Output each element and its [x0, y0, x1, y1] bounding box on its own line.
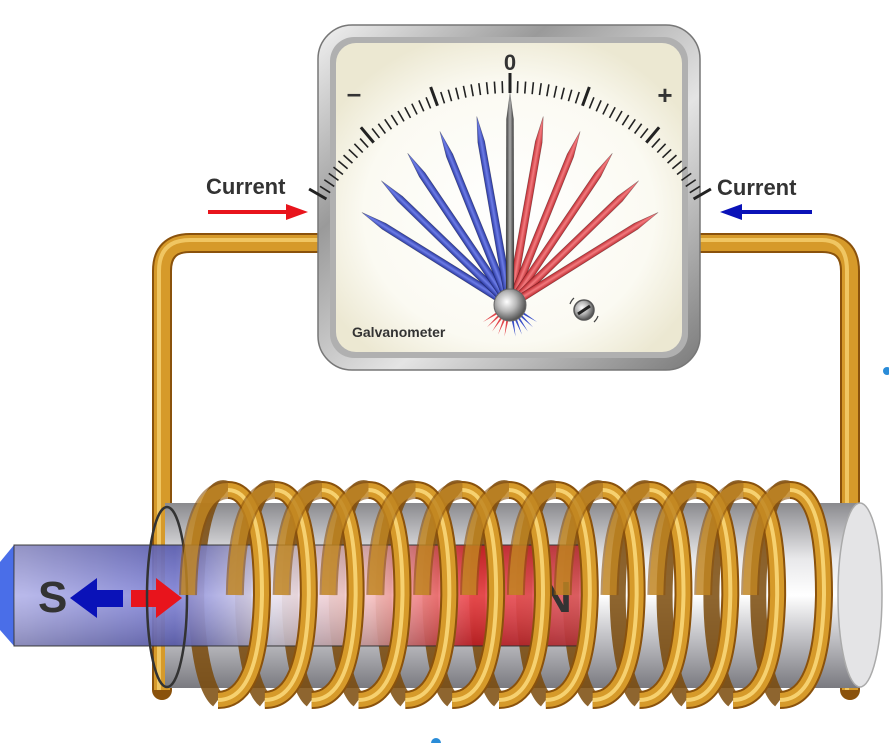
pivot	[493, 288, 527, 322]
minor-tick	[418, 100, 425, 112]
major-tick	[645, 126, 661, 144]
minor-tick	[651, 138, 661, 148]
minor-tick	[343, 154, 353, 164]
minor-tick	[404, 106, 412, 119]
minor-tick	[371, 127, 381, 139]
minor-tick	[397, 110, 405, 122]
minor-tick	[667, 154, 677, 164]
minor-tick	[671, 160, 683, 170]
edge-dot	[431, 738, 441, 743]
minor-tick	[348, 148, 359, 159]
minor-tick	[639, 127, 649, 139]
minor-tick	[608, 106, 616, 119]
scale-ticks	[308, 73, 712, 201]
minor-tick	[455, 87, 460, 100]
current-indicator-left: Current	[206, 174, 308, 220]
galvanometer: 0 – + Galvanometer	[308, 24, 712, 371]
arrow-right-icon	[131, 578, 182, 618]
edge-dot	[883, 367, 889, 375]
minor-tick	[621, 114, 630, 126]
arrow-left-icon	[720, 204, 742, 220]
major-tick	[429, 86, 439, 107]
magnet-tip	[0, 545, 14, 646]
zero-adjust-screw[interactable]	[569, 297, 599, 323]
major-tick	[581, 86, 591, 107]
minor-tick	[689, 185, 701, 194]
scale-plus-label: +	[657, 80, 672, 110]
major-tick	[692, 187, 712, 201]
minor-tick	[602, 103, 609, 115]
minor-tick	[553, 85, 558, 98]
current-label-right: Current	[717, 175, 797, 200]
minor-tick	[390, 114, 399, 126]
minor-tick	[560, 87, 565, 100]
minor-tick	[411, 103, 418, 115]
minor-tick	[323, 179, 335, 188]
minor-tick	[676, 166, 688, 176]
minor-tick	[332, 166, 344, 176]
minor-tick	[359, 138, 369, 148]
screw-slot-icon	[577, 304, 591, 316]
scale-zero-label: 0	[504, 50, 516, 75]
minor-tick	[478, 83, 482, 96]
minor-tick	[523, 81, 527, 94]
major-tick	[308, 187, 328, 201]
minor-tick	[462, 85, 467, 98]
minor-tick	[574, 91, 580, 104]
coil-turn	[741, 481, 834, 709]
arrow-right-icon	[286, 204, 308, 220]
needle-center	[505, 92, 515, 306]
needles	[361, 92, 659, 309]
minor-tick	[440, 91, 446, 104]
minor-tick	[353, 143, 364, 154]
first-loop-outline	[145, 505, 189, 689]
minor-tick	[685, 179, 697, 188]
minor-tick	[627, 118, 636, 130]
minor-tick	[447, 89, 453, 102]
minor-tick	[425, 97, 432, 109]
minor-tick	[493, 81, 497, 94]
coil-front	[179, 481, 834, 709]
minor-tick	[485, 82, 489, 95]
minor-tick	[595, 100, 602, 112]
minor-tick	[337, 160, 349, 170]
circuit-wire	[152, 233, 860, 700]
minor-tick	[328, 172, 339, 182]
minor-tick	[567, 89, 573, 102]
arrow-left-icon	[70, 578, 123, 618]
major-tick	[359, 126, 375, 144]
minor-tick	[531, 82, 535, 95]
minor-tick	[681, 172, 692, 182]
galvanometer-label: Galvanometer	[352, 324, 446, 340]
minor-tick	[384, 118, 393, 130]
current-label-left: Current	[206, 174, 286, 199]
minor-tick	[538, 83, 542, 96]
south-pole-label: S	[38, 573, 67, 622]
minor-tick	[661, 148, 672, 159]
scale-minus-label: –	[347, 78, 361, 108]
minor-tick	[319, 185, 331, 194]
minor-tick	[377, 123, 387, 134]
minor-tick	[615, 110, 623, 122]
minor-tick	[470, 84, 474, 97]
minor-tick	[588, 97, 595, 109]
current-indicator-right: Current	[717, 175, 812, 220]
minor-tick	[633, 123, 643, 134]
minor-tick	[546, 84, 550, 97]
minor-tick	[656, 143, 667, 154]
